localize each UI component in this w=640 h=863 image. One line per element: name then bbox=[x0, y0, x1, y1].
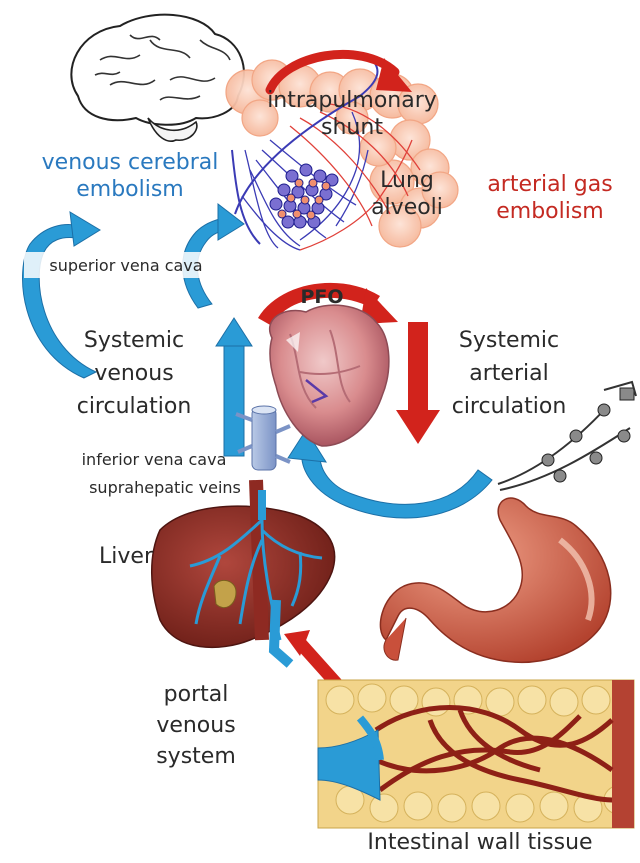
pfo-label: PFO bbox=[292, 286, 352, 309]
brain-illustration bbox=[71, 15, 244, 142]
suprahepatic-veins-label: suprahepatic veins bbox=[72, 478, 258, 498]
stomach-illustration bbox=[380, 498, 610, 662]
intestinal-wall-tissue-label: Intestinal wall tissue bbox=[330, 830, 630, 857]
venous-cerebral-embolism-label: venous cerebral embolism bbox=[20, 150, 240, 204]
portal-venous-system-label: portal venous system bbox=[116, 680, 276, 772]
superior-vena-cava-label: superior vena cava bbox=[28, 256, 224, 276]
systemic-venous-circulation-label: Systemic venous circulation bbox=[52, 324, 216, 423]
arterial-gas-embolism-label: arterial gas embolism bbox=[462, 172, 638, 226]
intestinal-tissue-illustration bbox=[318, 680, 634, 828]
liver-label: Liver bbox=[96, 544, 156, 571]
systemic-arterial-circulation-label: Systemic arterial circulation bbox=[434, 324, 584, 423]
lung-alveoli-label: Lung alveoli bbox=[362, 168, 452, 222]
inferior-vena-cava-label: inferior vena cava bbox=[48, 450, 260, 470]
heart-illustration bbox=[270, 305, 389, 446]
intrapulmonary-shunt-label: intrapulmonary shunt bbox=[252, 88, 452, 142]
